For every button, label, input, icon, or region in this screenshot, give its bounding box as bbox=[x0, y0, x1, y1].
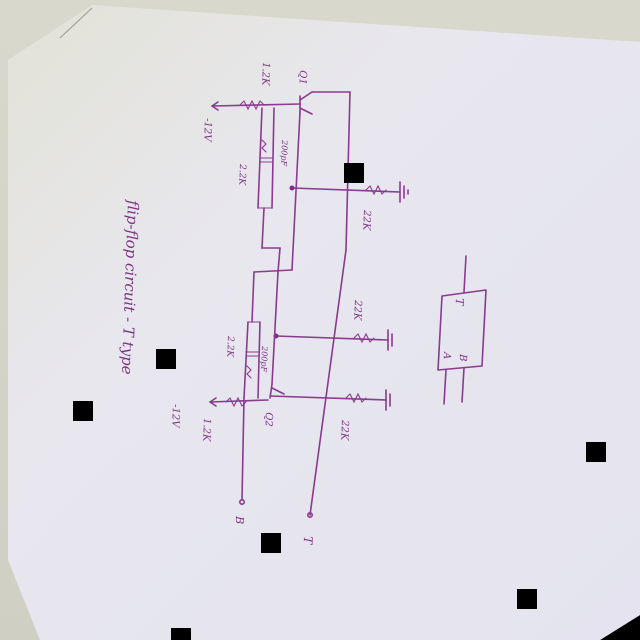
occlusion-square bbox=[171, 628, 191, 640]
label-r-cross-bottom: 2.2K bbox=[224, 335, 235, 359]
occlusion-square bbox=[156, 349, 176, 369]
label-trigger-t: T bbox=[301, 536, 315, 545]
flip-flop-symbol bbox=[437, 255, 487, 405]
paper-edge bbox=[59, 7, 93, 39]
label-r-cross-top: 2.2K bbox=[236, 163, 247, 187]
occlusion-square bbox=[517, 589, 537, 609]
label-r-base-bottom: 22K bbox=[338, 419, 350, 441]
occlusion-square bbox=[586, 442, 606, 462]
label-supply-bottom: -12V bbox=[169, 404, 181, 429]
occlusion-square bbox=[344, 163, 364, 183]
label-r-collector-top: 1.2K bbox=[259, 62, 271, 86]
label-supply-top: -12V bbox=[201, 118, 213, 143]
label-r-collector-bottom: 1.2K bbox=[200, 418, 212, 442]
symbol-label-b: B bbox=[457, 353, 468, 362]
occlusion-square bbox=[73, 401, 93, 421]
label-output-b: B bbox=[233, 515, 246, 525]
label-r-base-mid: 22K bbox=[351, 299, 363, 321]
label-c-cross-bottom: 200pF bbox=[259, 345, 269, 373]
symbol-label-a: A bbox=[441, 351, 452, 360]
label-r-base-top: 22K bbox=[360, 209, 372, 231]
label-c-cross-top: 200pF bbox=[279, 139, 289, 167]
symbol-label-t: T bbox=[453, 298, 466, 307]
label-q-top: Q1 bbox=[296, 70, 308, 85]
occlusion-square bbox=[261, 533, 281, 553]
paper-sheet bbox=[8, 5, 640, 640]
label-q-bottom: Q2 bbox=[262, 412, 274, 427]
circuit-schematic bbox=[209, 91, 409, 518]
